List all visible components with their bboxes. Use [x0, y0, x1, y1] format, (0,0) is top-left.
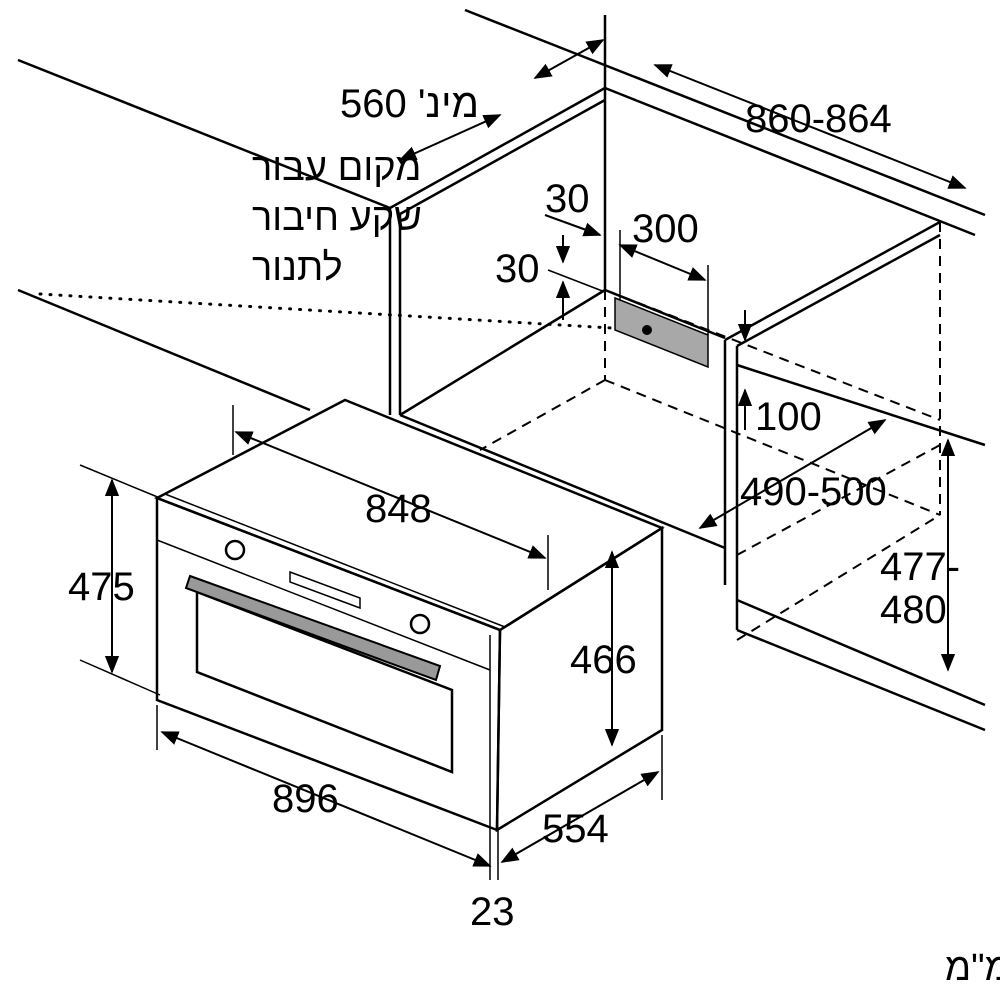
label-socket-line3: לתנור [252, 247, 343, 289]
dimension-lines [79, 39, 967, 880]
label-offset-top: 30 [545, 177, 590, 221]
label-body-depth: 554 [542, 807, 609, 851]
socket-area [614, 296, 709, 369]
label-front-width: 896 [272, 777, 339, 821]
label-front-thickness: 23 [470, 890, 515, 934]
units-note: מידות במ"מ [945, 947, 1000, 989]
label-front-height: 475 [68, 565, 135, 609]
label-niche-height-2: 480 [880, 588, 947, 632]
oven-knob-left [224, 539, 246, 561]
oven-knob-right [409, 613, 431, 635]
label-niche-width: 860-864 [745, 97, 892, 141]
label-body-height: 466 [570, 638, 637, 682]
label-offset-side: 30 [495, 247, 540, 291]
label-socket-width: 300 [632, 207, 699, 251]
oven-handle [184, 574, 442, 682]
label-niche-height-1: 477- [880, 545, 960, 589]
label-oven-top-width: 848 [365, 487, 432, 531]
oven [153, 398, 665, 833]
label-socket-line1: מקום עבור [252, 147, 421, 189]
label-gap-100: 100 [755, 395, 822, 439]
oven-display [289, 570, 361, 610]
label-min-depth: מינ' 560 [340, 82, 479, 126]
label-socket-line2: שקע חיבור [252, 197, 422, 239]
label-niche-depth: 490-500 [740, 470, 887, 514]
